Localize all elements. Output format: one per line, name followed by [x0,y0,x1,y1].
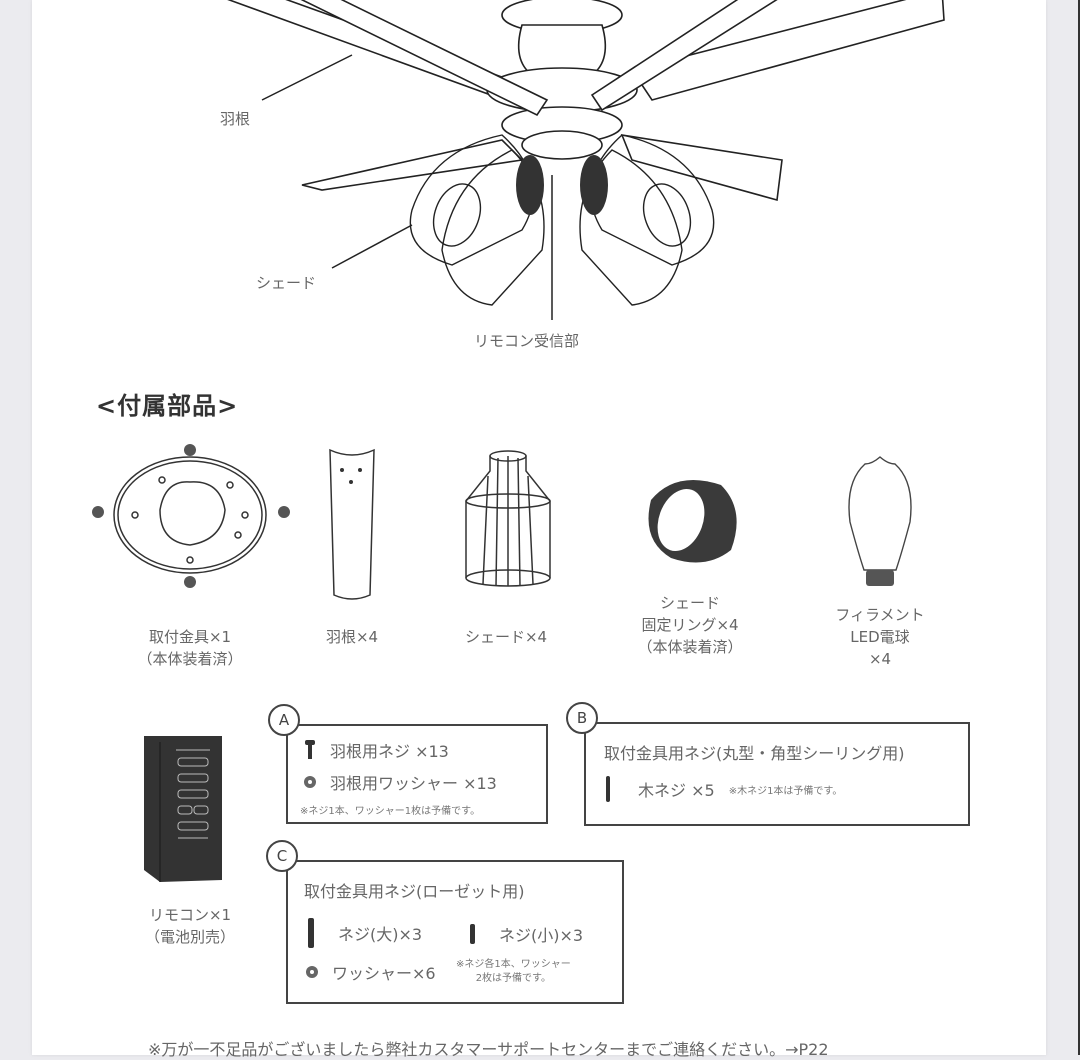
remote-control-icon [144,736,222,882]
hardware-c-row-washer: ワッシャー×6 [306,960,436,984]
badge-a: A [268,704,300,736]
hardware-a-row-washer: 羽根用ワッシャー ×13 [304,770,497,794]
wire-shade-icon [465,450,551,587]
ceiling-fan-illustration [227,0,945,320]
hardware-a-note: ※ネジ1本、ワッシャー1枚は予備です。 [300,806,481,817]
callout-remote-receiver: リモコン受信部 [474,332,580,350]
accessory-label-bulb: フィラメント LED電球 ×4 [835,606,925,668]
accessory-label-ring: シェード 固定リング×4 （本体装着済） [637,594,743,656]
hardware-c-title: 取付金具用ネジ(ローゼット用) [304,882,525,901]
small-screw-icon [470,924,475,944]
hardware-c-row-large-screw: ネジ(大)×3 [308,918,422,948]
accessory-label-remote: リモコン×1 （電池別売） [144,906,235,946]
window-edge [1078,0,1080,1055]
manual-page: 羽根 シェード リモコン受信部 <付属部品> 取付金具×1 （本体装着済） 羽根… [32,0,1046,1059]
accessory-label-blade: 羽根×4 [325,628,379,646]
blade-icon [329,448,375,600]
hardware-b-row-wood-screw: 木ネジ ×5 ※木ネジ1本は予備です。 [606,776,842,802]
washer-icon [304,776,316,788]
hardware-b-title: 取付金具用ネジ(丸型・角型シーリング用) [604,744,905,763]
accessories-title: <付属部品> [96,392,239,420]
led-bulb-icon [848,456,912,586]
callout-shade: シェード [256,274,317,292]
hardware-box-c: 取付金具用ネジ(ローゼット用) ネジ(大)×3 ネジ(小)×3 ワッシャー×6 … [286,860,624,1004]
hardware-c-row-small-screw: ネジ(小)×3 [470,922,583,946]
large-screw-icon [308,918,314,948]
hardware-c-note: ※ネジ各1本、ワッシャー 2枚は予備です。 [456,959,571,984]
accessory-label-mount: 取付金具×1 （本体装着済） [137,628,243,668]
badge-b: B [566,702,598,734]
accessory-label-shade: シェード×4 [464,628,548,646]
hardware-a-row-screw: 羽根用ネジ ×13 [304,738,449,762]
wood-screw-icon [606,776,610,802]
fixing-ring-icon [648,480,737,563]
mounting-bracket-icon [92,444,290,588]
screw-icon [305,740,315,759]
hardware-b-note: ※木ネジ1本は予備です。 [728,785,843,797]
badge-c: C [266,840,298,872]
washer-icon [306,966,318,978]
hardware-box-a: 羽根用ネジ ×13 羽根用ワッシャー ×13 ※ネジ1本、ワッシャー1枚は予備で… [286,724,548,824]
callout-blade: 羽根 [220,110,251,128]
footer-note: ※万が一不足品がございましたら弊社カスタマーサポートセンターまでご連絡ください。… [148,1040,829,1059]
hardware-box-b: 取付金具用ネジ(丸型・角型シーリング用) 木ネジ ×5 ※木ネジ1本は予備です。 [584,722,970,826]
